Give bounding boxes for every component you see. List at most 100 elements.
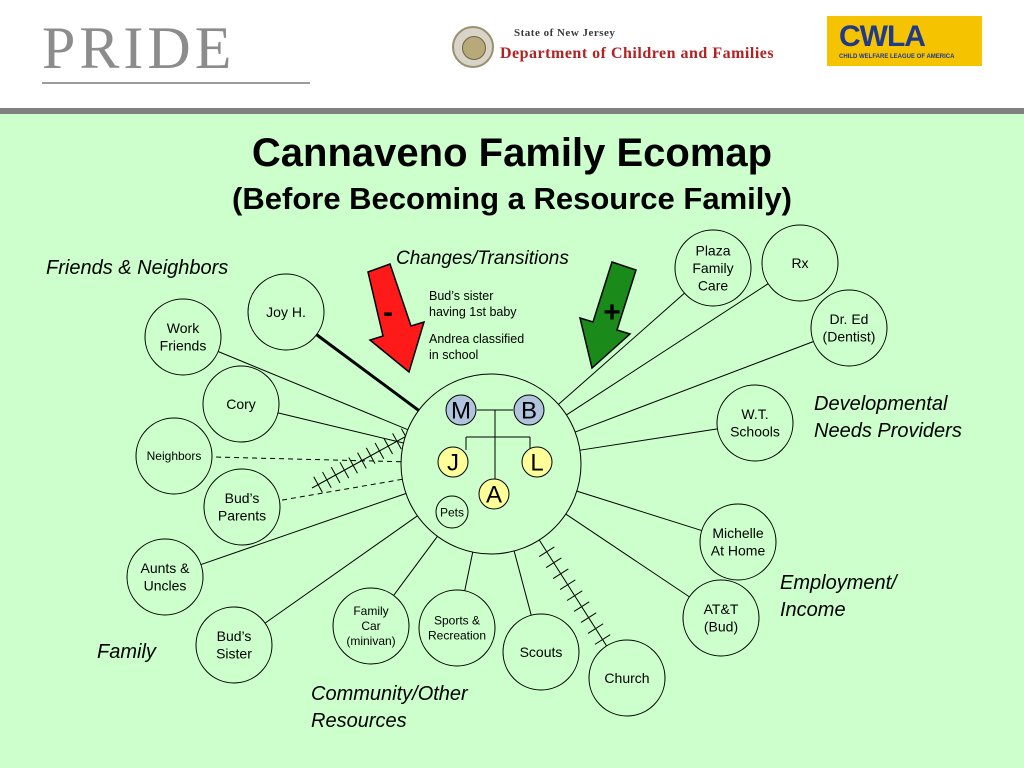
connection-line-michelle xyxy=(576,490,702,532)
node-joy: Joy H. xyxy=(247,273,325,351)
pride-logo-underline xyxy=(42,82,310,84)
stress-hatch xyxy=(559,579,576,590)
node-label: Plaza xyxy=(695,242,730,258)
node-att: AT&T (Bud) xyxy=(682,579,760,657)
member-label: L xyxy=(530,450,543,477)
member-circle xyxy=(478,478,510,510)
positive-change-arrow xyxy=(578,261,637,370)
stress-hatch xyxy=(580,612,597,623)
stress-hatch xyxy=(357,452,367,469)
family-member-b: B xyxy=(513,394,545,426)
pride-logo: PRIDE xyxy=(42,15,236,81)
member-circle xyxy=(445,394,477,426)
connection-line-dr-ed xyxy=(574,341,814,433)
node-circle xyxy=(144,298,222,376)
node-dr-ed: Dr. Ed(Dentist) xyxy=(810,289,888,367)
department-name: Department of Children and Families xyxy=(500,45,775,62)
member-circle xyxy=(513,394,545,426)
connection-line-family-car xyxy=(393,536,438,596)
node-circle xyxy=(195,606,273,684)
member-circle xyxy=(521,446,553,478)
connection-line-work-friends xyxy=(217,351,408,431)
node-label: W.T. xyxy=(741,406,768,422)
node-label: AT&T xyxy=(704,601,739,617)
node-circle xyxy=(418,589,496,667)
stress-hatch xyxy=(322,471,332,488)
stress-hatch xyxy=(573,601,590,612)
node-label: Schools xyxy=(730,424,780,440)
note-andrea-line1: Andrea classified xyxy=(429,332,525,346)
member-circle xyxy=(437,446,469,478)
node-label: Joy H. xyxy=(266,304,306,320)
connection-line-aunts-uncles xyxy=(200,493,407,566)
connection-line-sports xyxy=(464,552,474,591)
ecomap-nodes: Joy H.WorkFriendsCoryNeighborsBud’sParen… xyxy=(126,224,888,717)
node-label: Uncles xyxy=(144,578,187,594)
node-rx: Rx xyxy=(761,224,839,302)
node-label: (Dentist) xyxy=(823,329,876,345)
stress-hatch xyxy=(545,557,562,568)
cwla-logo-text: CWLA xyxy=(839,20,926,53)
note-andrea-line2: in school xyxy=(429,348,479,362)
connection-line-wt-schools xyxy=(579,428,718,451)
node-circle xyxy=(716,384,794,462)
header-banner: PRIDE State of New Jersey Department of … xyxy=(0,0,1024,108)
note-buds-sister-line2: having 1st baby xyxy=(429,305,517,319)
node-neighbors: Neighbors xyxy=(135,417,213,495)
stress-hatch xyxy=(339,462,350,479)
node-label: Rx xyxy=(791,255,808,271)
stress-hatch xyxy=(566,590,583,601)
category-employment-line1: Employment/ xyxy=(780,572,897,594)
household-boundary xyxy=(400,373,582,555)
connection-line-cory xyxy=(277,412,404,444)
connection-line-rx xyxy=(566,283,769,416)
node-circle xyxy=(674,229,752,307)
node-circle xyxy=(203,468,281,546)
node-label: Bud’s xyxy=(225,490,260,506)
nj-state-seal-icon xyxy=(452,26,494,68)
category-community-line2: Resources xyxy=(311,710,407,732)
family-pets: Pets xyxy=(435,495,469,529)
node-label: Care xyxy=(698,277,729,293)
node-circle xyxy=(682,579,760,657)
stress-hatch xyxy=(330,466,341,484)
node-label: (Bud) xyxy=(704,619,738,635)
connection-line-neighbors xyxy=(211,456,402,463)
node-label: Neighbors xyxy=(147,449,202,463)
stress-hatch xyxy=(538,546,555,558)
connection-line-scouts xyxy=(513,550,532,616)
connection-line-joy xyxy=(315,333,420,412)
stress-hatch xyxy=(594,634,611,645)
node-label: Aunts & xyxy=(140,560,190,576)
node-label: Friends xyxy=(160,338,207,354)
cwla-logo: CWLA CHILD WELFARE LEAGUE OF AMERICA xyxy=(827,16,982,66)
member-label: M xyxy=(451,398,471,425)
stress-hatch xyxy=(348,457,358,474)
node-cory: Cory xyxy=(202,365,280,443)
member-label: J xyxy=(447,450,459,477)
node-circle xyxy=(502,613,580,691)
member-circle xyxy=(435,495,469,529)
slide-subtitle: (Before Becoming a Resource Family) xyxy=(232,181,792,216)
stress-hatch xyxy=(365,447,376,464)
member-label: A xyxy=(486,482,502,509)
node-wt-schools: W.T. Schools xyxy=(716,384,794,462)
slide-title: Cannaveno Family Ecomap xyxy=(251,131,773,175)
node-label: At Home xyxy=(711,543,766,559)
node-label: Car xyxy=(361,619,380,633)
household-circle: M B J L A Pets xyxy=(400,373,582,555)
stress-hatch xyxy=(392,433,402,450)
negative-change-arrow xyxy=(367,263,426,374)
stress-hatch xyxy=(383,437,393,455)
node-label: Sister xyxy=(216,646,252,662)
node-circle xyxy=(332,587,410,665)
category-developmental-line2: Needs Providers xyxy=(814,420,962,442)
node-label: Family xyxy=(692,260,733,276)
category-employment-line2: Income xyxy=(780,599,846,621)
node-sports: Sports &Recreation xyxy=(418,589,496,667)
